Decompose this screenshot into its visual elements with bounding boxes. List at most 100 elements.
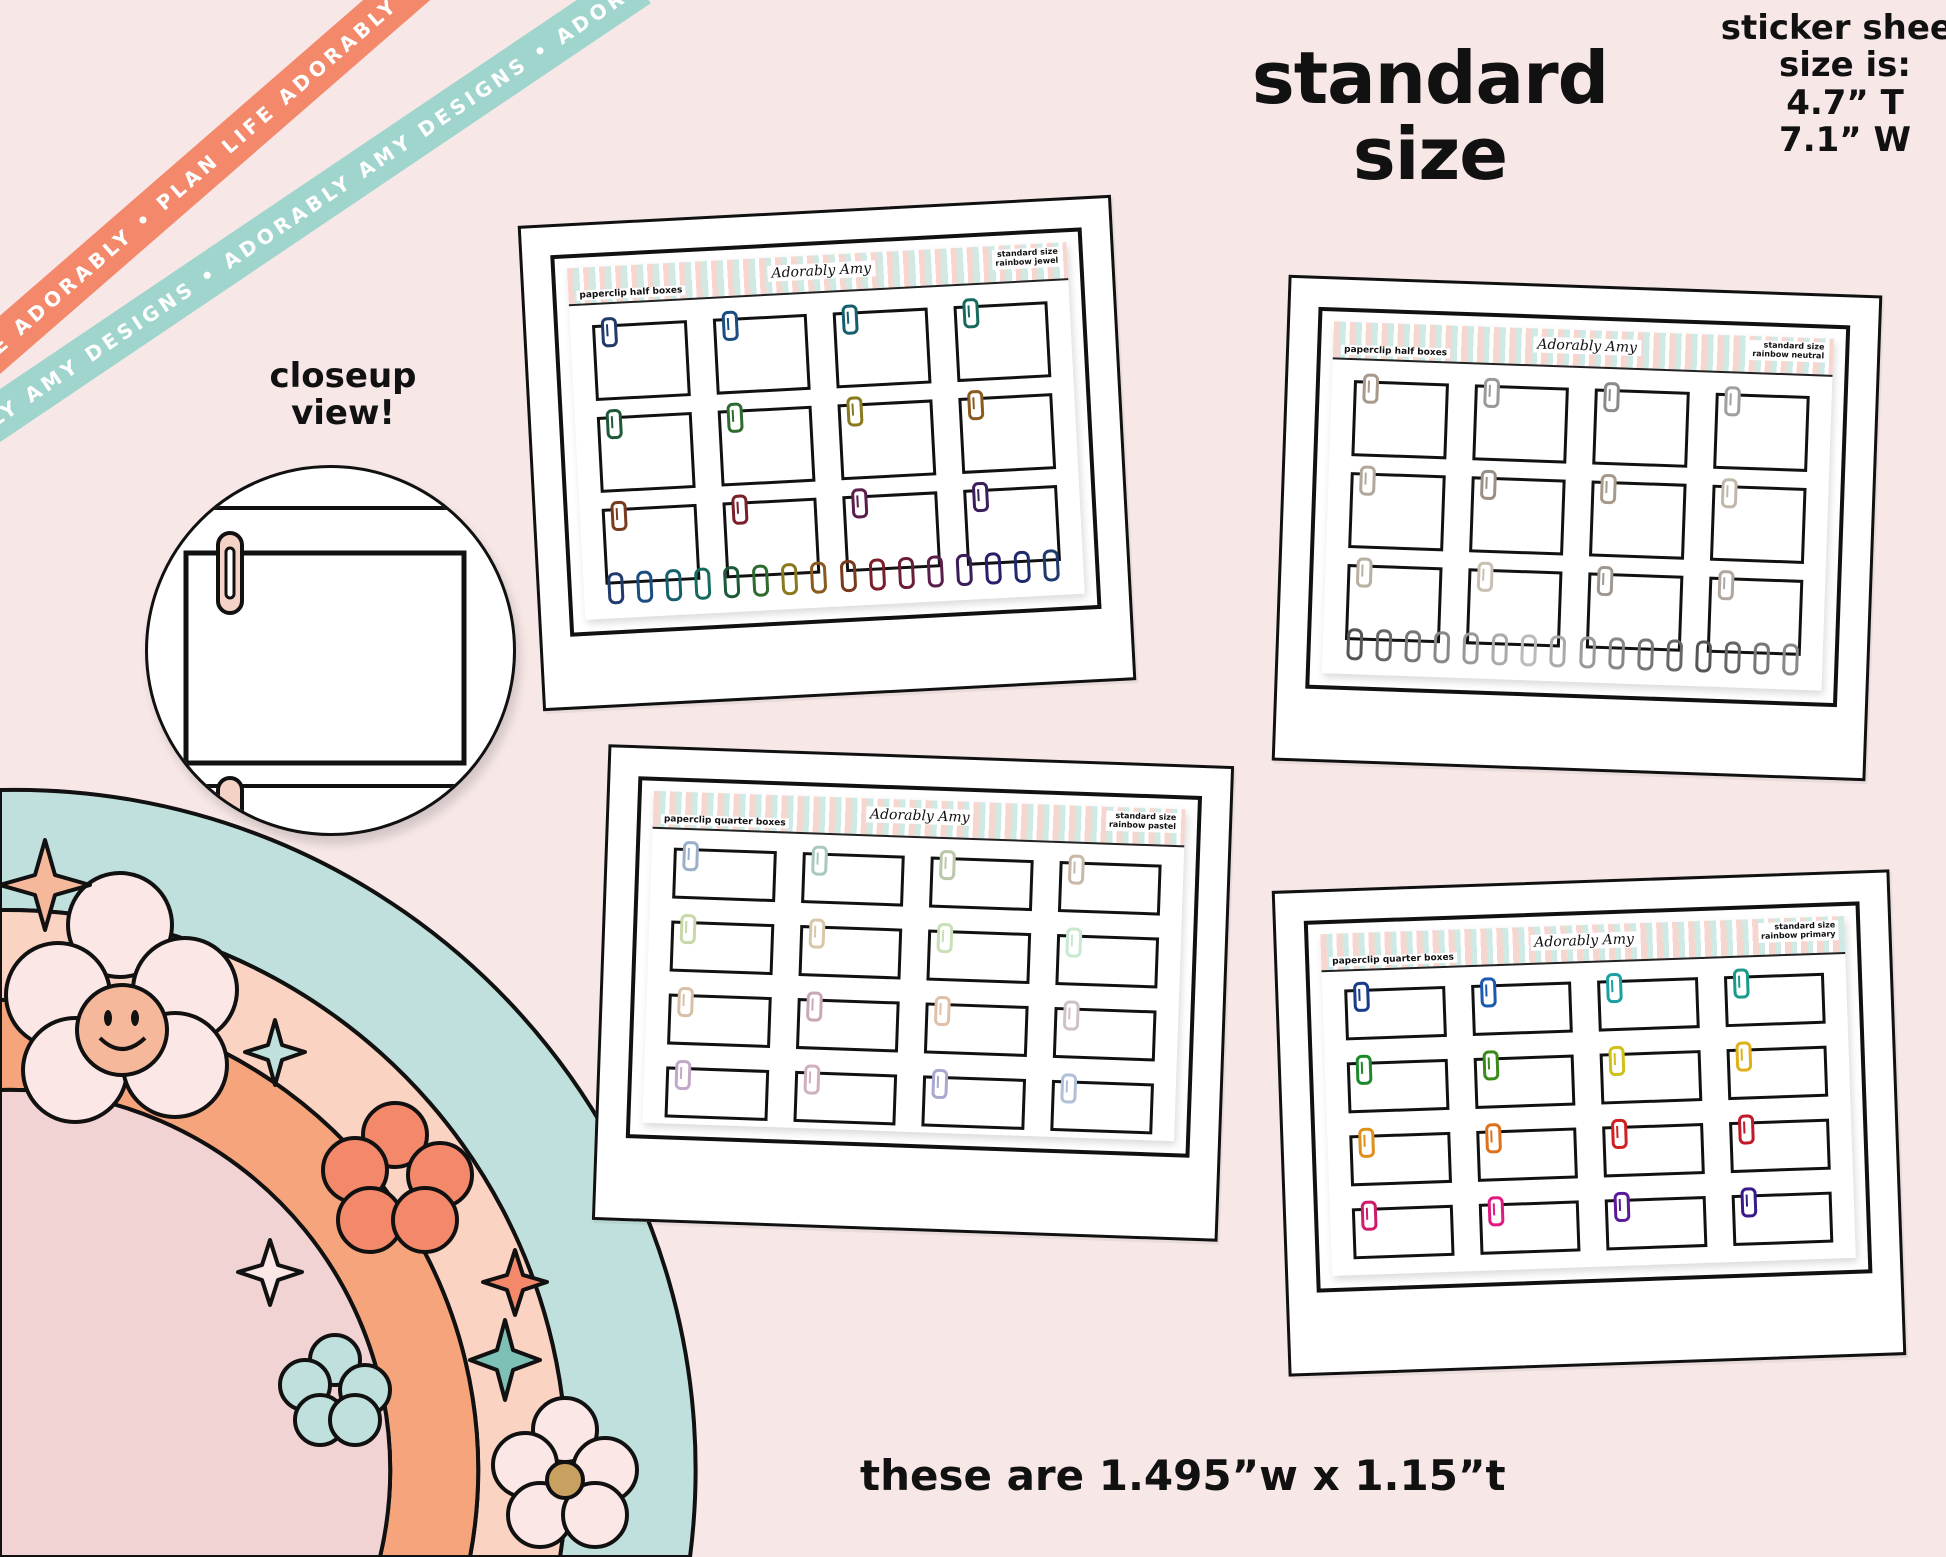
paperclip-sticker-icon <box>1042 549 1060 582</box>
paperclip-sticker-icon <box>1433 631 1451 664</box>
paperclip-sticker-icon <box>1013 550 1031 584</box>
sticker-box <box>1351 1200 1455 1260</box>
paperclip-icon <box>1610 1118 1628 1150</box>
sticker-box <box>1052 1000 1157 1062</box>
sticker-box <box>1589 473 1687 560</box>
paperclip-icon <box>938 849 957 881</box>
paperclip-icon <box>1062 1000 1080 1031</box>
paperclip-sticker-icon <box>810 561 828 594</box>
sticker-grid <box>664 840 1162 1135</box>
sticker-sheet: paperclip half boxes Adorably Amy standa… <box>566 242 1085 620</box>
sticker-box <box>1709 478 1807 564</box>
paperclip-icon <box>1739 1187 1757 1218</box>
paperclip-icon <box>846 396 864 427</box>
paperclip-icon <box>966 389 984 421</box>
sticker-box <box>1597 972 1700 1032</box>
paperclip-sticker-icon <box>1491 633 1509 666</box>
sticker-box <box>1348 465 1446 552</box>
sheet-label: paperclip quarter boxes <box>1329 952 1458 967</box>
sticker-box <box>1712 386 1810 472</box>
paperclip-icon <box>1355 557 1373 588</box>
sticker-box <box>1057 854 1162 916</box>
sticker-box <box>795 991 900 1053</box>
paperclip-icon <box>720 310 739 342</box>
sheet-header: paperclip quarter boxes Adorably Amy sta… <box>652 790 1186 848</box>
paperclip-icon <box>1481 1050 1499 1081</box>
paperclip-icon <box>682 840 700 872</box>
paperclip-sticker-icon <box>926 555 944 588</box>
daisy-flower <box>491 1396 639 1549</box>
sheet-label: paperclip quarter boxes <box>660 814 789 829</box>
sticker-box <box>800 845 905 907</box>
sticker-box <box>1602 1118 1705 1178</box>
paperclip-icon <box>1358 1127 1376 1159</box>
sticker-box <box>1723 968 1826 1028</box>
sticker-box <box>837 396 936 481</box>
sticker-box <box>1473 1050 1576 1109</box>
paperclip-icon <box>1355 1054 1373 1086</box>
sheet-frame: paperclip quarter boxes Adorably Amy sta… <box>625 776 1203 1158</box>
sticker-box <box>1470 977 1573 1037</box>
sheet-header: paperclip half boxes Adorably Amy standa… <box>566 242 1069 307</box>
paperclip-icon <box>841 304 859 336</box>
rainbow-illustration <box>0 787 698 1557</box>
paperclip-icon <box>1717 569 1735 601</box>
paperclip-icon <box>1484 1123 1502 1154</box>
paperclip-icon <box>1599 473 1617 505</box>
paperclip-sticker-icon <box>1520 634 1538 667</box>
sticker-box <box>1349 1127 1452 1187</box>
sticker-grid <box>1344 968 1834 1260</box>
paperclip-icon <box>725 402 744 434</box>
paperclip-icon <box>1360 1200 1378 1232</box>
sticker-box <box>712 310 811 395</box>
sheet-polaroid-rainbow-pastel: paperclip quarter boxes Adorably Amy sta… <box>591 744 1235 1242</box>
sparkles <box>0 838 549 1402</box>
paperclip-sticker-icon <box>868 558 886 591</box>
sticker-box <box>1731 1187 1834 1247</box>
brand-logo: Adorably Amy <box>1533 336 1642 357</box>
sticker-box <box>1351 373 1449 460</box>
closeup-line: view! <box>291 393 395 434</box>
size-line: rainbow neutral <box>1752 348 1825 361</box>
paperclip-sticker-icon <box>1578 636 1596 669</box>
paperclip-icon <box>1608 1045 1626 1077</box>
paperclip-icon <box>610 500 628 532</box>
paperclip-sticker-icon <box>1636 638 1654 671</box>
paperclip-icon <box>605 408 623 440</box>
sticker-grid <box>591 297 1061 585</box>
paperclip-icon <box>1064 927 1082 958</box>
paperclip-icon <box>936 922 954 954</box>
paperclip-icon <box>802 1064 820 1095</box>
paperclip-icon <box>1359 465 1377 496</box>
sticker-box <box>792 1064 898 1126</box>
paperclip-sticker-icon <box>606 571 625 605</box>
closeup-illustration <box>183 506 488 833</box>
size-info-line: size is: <box>1778 45 1912 86</box>
sheet-header: paperclip quarter boxes Adorably Amy sta… <box>1320 915 1846 973</box>
sheet-size-info: sticker sheet size is: 4.7” T 7.1” W <box>1715 9 1946 160</box>
closeup-line: closeup <box>269 356 417 396</box>
sticker-sheet: paperclip quarter boxes Adorably Amy sta… <box>1320 915 1856 1277</box>
title-line-1: standard <box>1251 36 1609 120</box>
paperclip-sticker-icon <box>955 553 973 587</box>
paperclip-icon <box>679 913 697 945</box>
paperclip-icon <box>931 1068 949 1100</box>
sticker-box <box>1726 1041 1829 1101</box>
sticker-box <box>921 1068 1026 1130</box>
paperclip-icon <box>1605 972 1623 1004</box>
sticker-box <box>1468 469 1566 556</box>
paperclip-sticker-icon <box>984 552 1002 585</box>
page-title: standard size <box>1240 42 1620 190</box>
sticker-box <box>928 849 1034 912</box>
size-line: rainbow jewel <box>995 255 1059 268</box>
sheet-frame: paperclip half boxes Adorably Amy standa… <box>1305 306 1851 708</box>
sticker-box <box>717 402 816 487</box>
sticker-box <box>667 986 772 1049</box>
title-line-2: size <box>1352 112 1508 196</box>
paperclip-sticker-icon <box>1665 639 1683 672</box>
paperclip-icon <box>1613 1191 1631 1223</box>
sheet-header: paperclip half boxes Adorably Amy standa… <box>1332 321 1834 377</box>
sticker-box <box>832 304 932 389</box>
sticker-box <box>926 922 1031 985</box>
